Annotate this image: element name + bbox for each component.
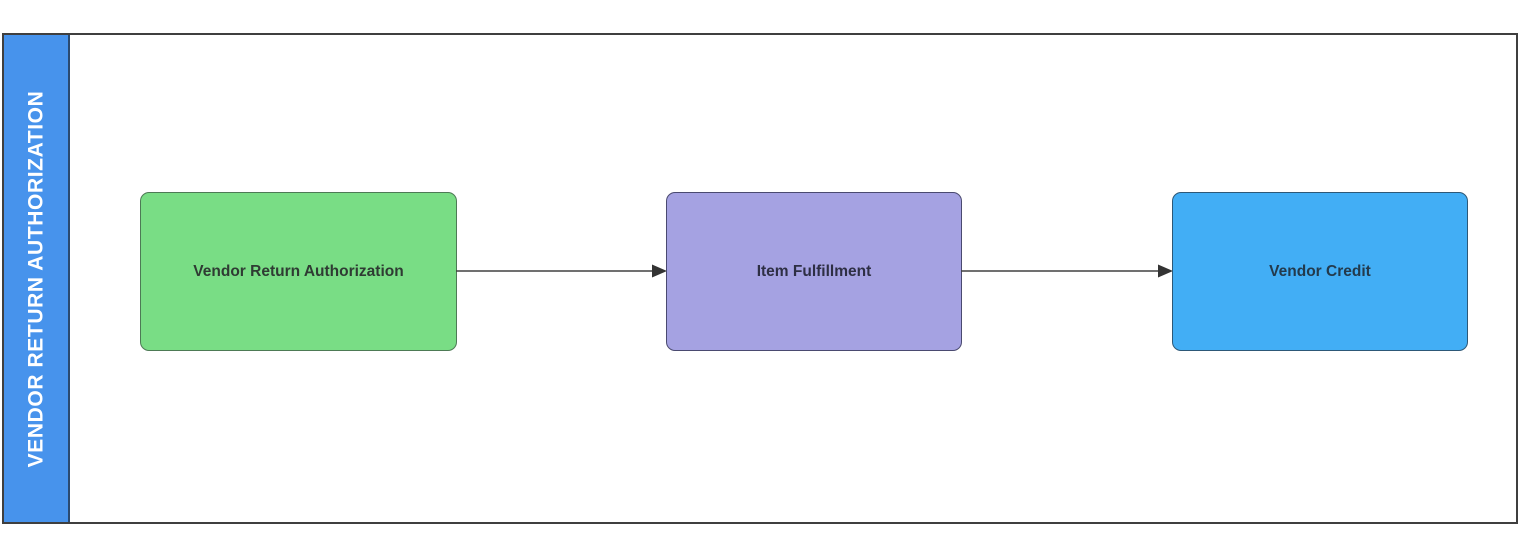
diagram-frame: VENDOR RETURN AUTHORIZATION Vendor Retur… [2, 33, 1518, 524]
connector-vra-to-item-fulfillment [456, 263, 668, 279]
swimlane-body: Vendor Return Authorization Item Fulfill… [72, 35, 1516, 522]
arrow-right-icon [961, 264, 1173, 278]
node-vendor-return-authorization[interactable]: Vendor Return Authorization [140, 192, 457, 351]
swimlane-header-label: VENDOR RETURN AUTHORIZATION [24, 90, 47, 467]
node-label: Vendor Credit [1269, 262, 1371, 280]
node-vendor-credit[interactable]: Vendor Credit [1172, 192, 1468, 351]
swimlane-header-vendor-return-authorization[interactable]: VENDOR RETURN AUTHORIZATION [4, 35, 70, 522]
arrow-right-icon [456, 264, 667, 278]
node-label: Item Fulfillment [756, 262, 872, 280]
connector-item-fulfillment-to-vendor-credit [961, 263, 1174, 279]
node-item-fulfillment[interactable]: Item Fulfillment [666, 192, 962, 351]
node-label: Vendor Return Authorization [193, 262, 404, 280]
